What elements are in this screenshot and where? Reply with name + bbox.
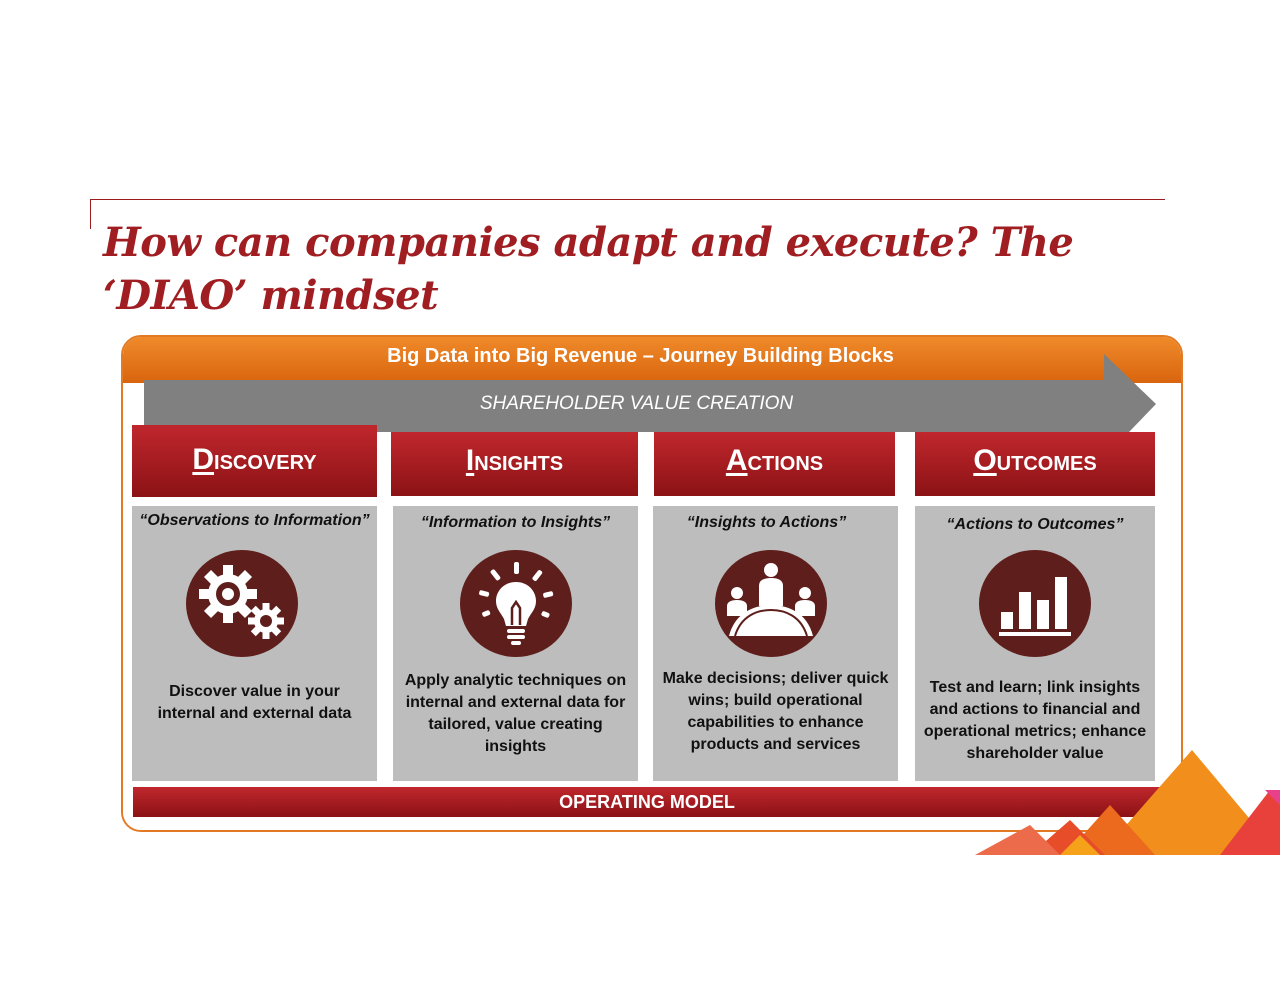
header-rest: NSIGHTS: [474, 453, 564, 475]
card-description: Test and learn; link insights and action…: [923, 679, 1147, 762]
top-rule: [90, 199, 1165, 200]
insights-card: “Information to Insights” Apply analytic…: [393, 506, 638, 781]
outcomes-card: “Actions to Outcomes” Test and learn; li…: [915, 506, 1155, 781]
arrow-label: SHAREHOLDER VALUE CREATION: [479, 393, 794, 414]
meeting-icon: [715, 550, 827, 657]
card-quote: “Actions to Outcomes”: [946, 516, 1124, 533]
header-rest: CTIONS: [747, 453, 824, 475]
actions-card: “Insights to Actions” Make decisions; de…: [653, 506, 898, 781]
gears-icon: [186, 550, 298, 657]
discovery-card: “Observations to Information”: [132, 506, 377, 781]
card-description: Discover value in your internal and exte…: [157, 683, 352, 722]
header-initial: I: [465, 444, 475, 477]
slide-title: How can companies adapt and execute? The…: [103, 219, 1074, 319]
operating-model-bar: OPERATING MODEL: [133, 787, 1161, 817]
panel-title: Big Data into Big Revenue – Journey Buil…: [387, 345, 894, 367]
card-quote: “Information to Insights”: [420, 514, 611, 531]
lightbulb-icon: [460, 550, 572, 657]
panel-header-bar: Big Data into Big Revenue – Journey Buil…: [123, 337, 1181, 383]
header-initial: D: [192, 443, 215, 476]
left-tick: [90, 199, 91, 229]
card-quote: “Insights to Actions”: [686, 514, 847, 531]
header-discovery: DISCOVERY: [132, 425, 377, 497]
header-rest: UTCOMES: [996, 453, 1097, 475]
header-rest: ISCOVERY: [214, 452, 317, 474]
card-description: Make decisions; deliver quick wins; buil…: [662, 670, 889, 753]
header-insights: INSIGHTS: [391, 432, 638, 496]
bar-chart-icon: [979, 550, 1091, 657]
decorative-triangles: [975, 750, 1280, 855]
card-quote: “Observations to Information”: [139, 512, 370, 529]
header-initial: O: [973, 444, 997, 477]
header-outcomes: OUTCOMES: [915, 432, 1155, 496]
header-actions: ACTIONS: [654, 432, 895, 496]
header-initial: A: [725, 444, 748, 477]
card-description: Apply analytic techniques on internal an…: [404, 672, 627, 755]
